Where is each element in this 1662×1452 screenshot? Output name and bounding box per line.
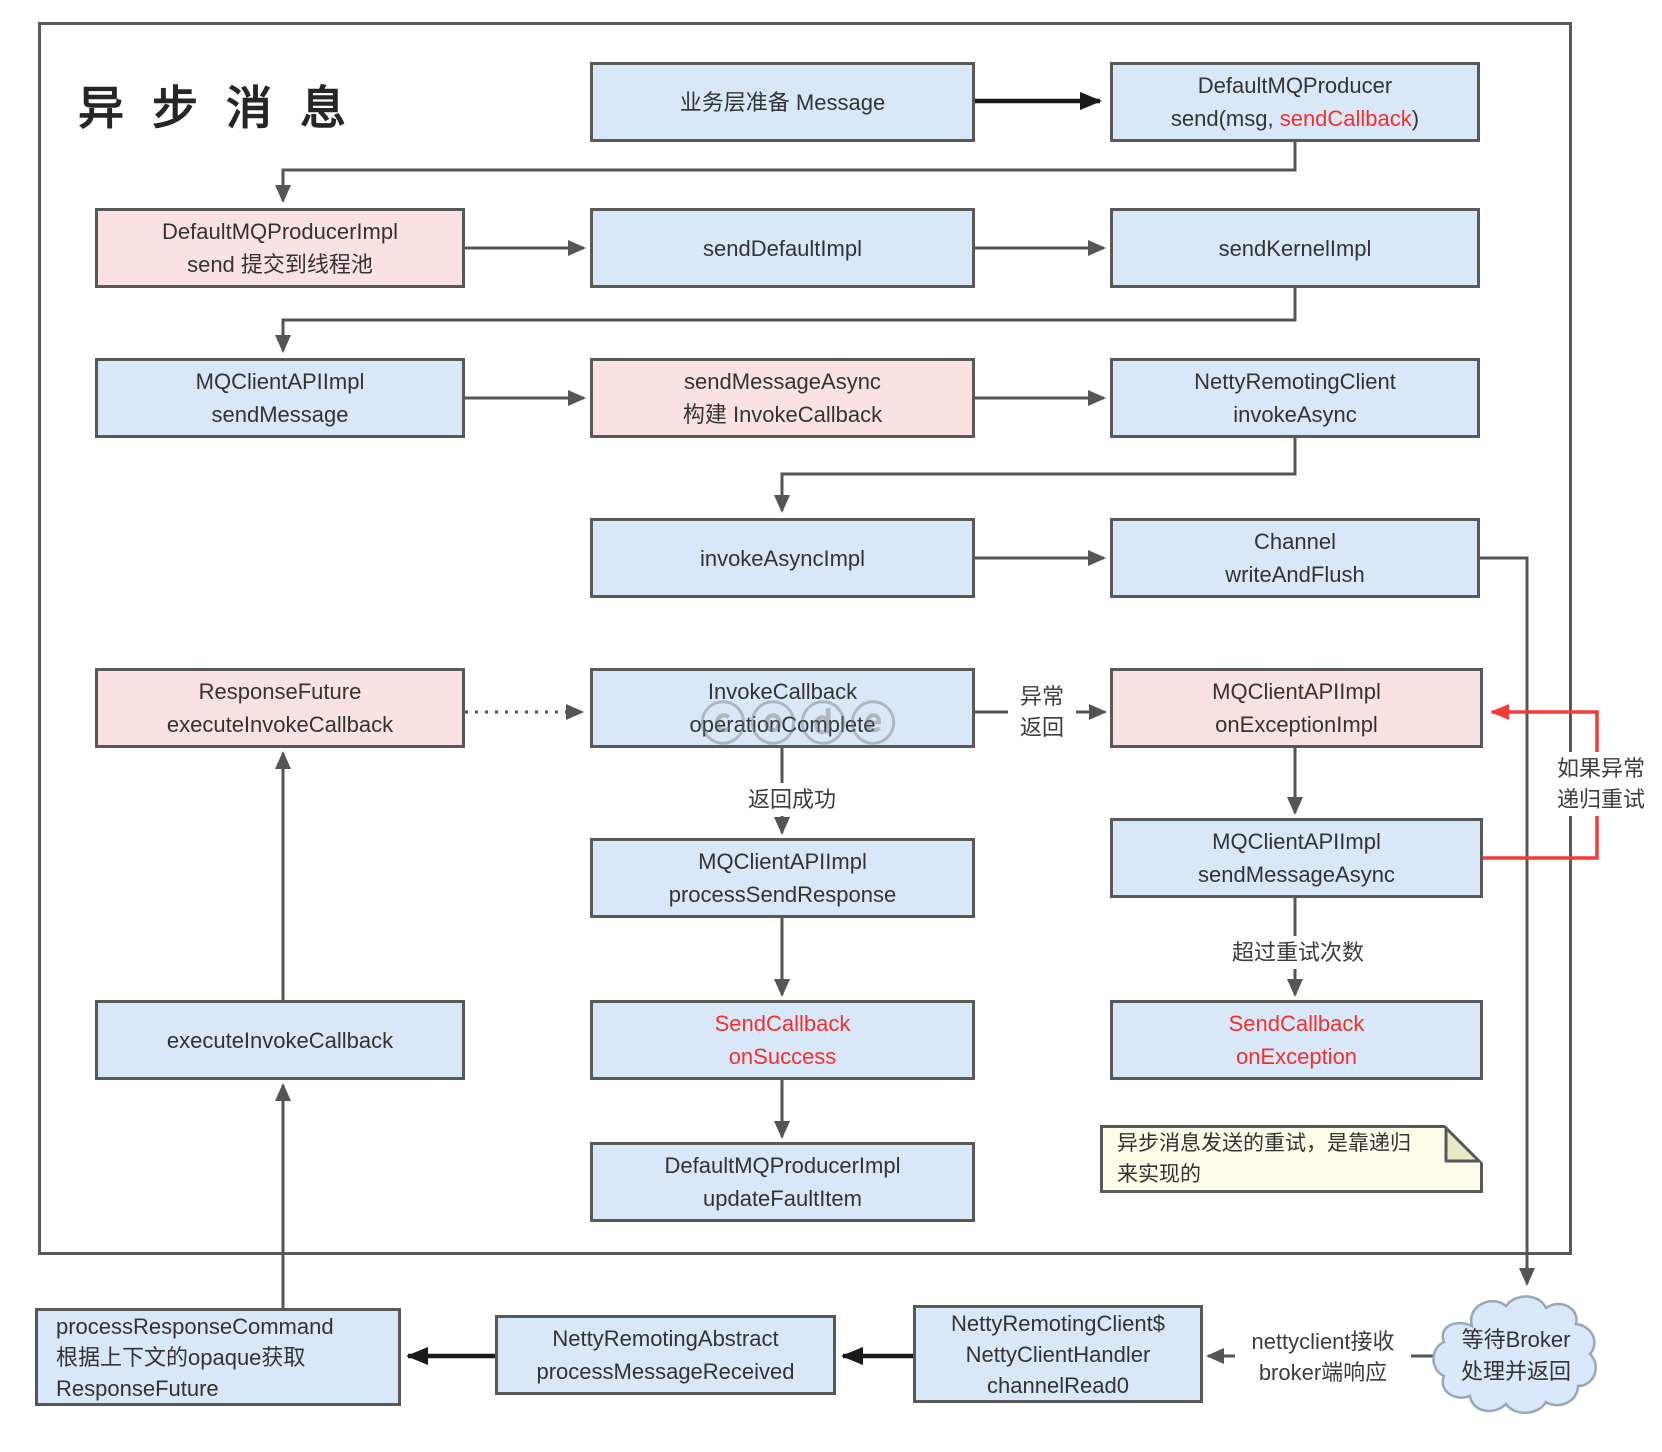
node-sendkernelimpl: sendKernelImpl <box>1110 208 1480 288</box>
node-channel-writeandflush: Channel writeAndFlush <box>1110 518 1480 598</box>
page-title: 异步消息 <box>78 82 374 134</box>
cloud-wait-broker: 等待Broker 处理并返回 <box>1460 1327 1571 1384</box>
node-prepare-message: 业务层准备 Message <box>590 62 975 142</box>
node-mqclientapiimpl-onexceptionimpl: MQClientAPIImpl onExceptionImpl <box>1110 668 1483 748</box>
node-invokeasyncimpl: invokeAsyncImpl <box>590 518 975 598</box>
node-nettyremotingclient-invokeasync: NettyRemotingClient invokeAsync <box>1110 358 1480 438</box>
node-mqclientapiimpl-sendmessage: MQClientAPIImpl sendMessage <box>95 358 465 438</box>
node-invokecallback-operationcomplete: InvokeCallback operationComplete <box>590 668 975 748</box>
node-mqclientapiimpl-processsendresponse: MQClientAPIImpl processSendResponse <box>590 838 975 918</box>
node-defaultmqproducer-send: DefaultMQProducer send(msg, sendCallback… <box>1110 62 1480 142</box>
node-defaultmqproducerimpl-updatefaultitem: DefaultMQProducerImpl updateFaultItem <box>590 1142 975 1222</box>
connector-sendkernel-to-sendmessage <box>275 288 1297 353</box>
connector-nettyclient-to-invokeasyncimpl <box>774 438 1297 513</box>
node-mqclientapiimpl-sendmessageasync: MQClientAPIImpl sendMessageAsync <box>1110 818 1483 898</box>
node-nettyclienthandler-channelread0: NettyRemotingClient$ NettyClientHandler … <box>913 1305 1203 1403</box>
label-exception-return: 异常 返回 <box>1008 680 1076 744</box>
connector-producersend-to-producerimpl <box>275 142 1297 203</box>
node-sendmessageasync-build: sendMessageAsync 构建 InvokeCallback <box>590 358 975 438</box>
node-sendcallback-onsuccess: SendCallback onSuccess <box>590 1000 975 1080</box>
connector-channel-to-cloud <box>1480 556 1535 1286</box>
node-senddefaultimpl: sendDefaultImpl <box>590 208 975 288</box>
label-return-success: 返回成功 <box>733 783 851 816</box>
node-processresponsecommand: processResponseCommand 根据上下文的opaque获取 Re… <box>35 1308 401 1406</box>
cloud-shape <box>1432 1295 1597 1414</box>
diagram-frame <box>38 22 1572 1255</box>
note-retry-by-recursion: 异步消息发送的重试，是靠递归 来实现的 <box>1100 1125 1483 1193</box>
label-retry-if-exception: 如果异常 递归重试 <box>1548 752 1654 816</box>
note-fold-corner <box>1444 1125 1483 1163</box>
node-nettyremotingabstract-processmessagereceived: NettyRemotingAbstract processMessageRece… <box>495 1315 836 1395</box>
node-responsefuture-executeinvokecallback: ResponseFuture executeInvokeCallback <box>95 668 465 748</box>
label-nettyclient-receive: nettyclient接收 broker端响应 <box>1235 1325 1411 1389</box>
node-executeinvokecallback: executeInvokeCallback <box>95 1000 465 1080</box>
node-defaultmqproducerimpl-send: DefaultMQProducerImpl send 提交到线程池 <box>95 208 465 288</box>
sendcallback-highlight: sendCallback <box>1279 106 1412 131</box>
node-sendcallback-onexception: SendCallback onException <box>1110 1000 1483 1080</box>
label-exceed-retry-count: 超过重试次数 <box>1222 936 1374 969</box>
